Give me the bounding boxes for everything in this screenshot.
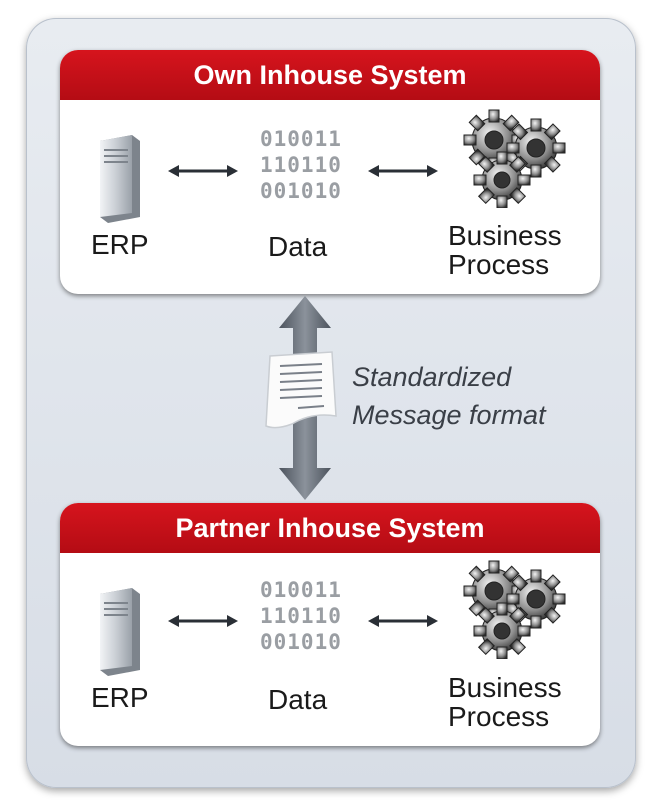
document-icon: [265, 351, 337, 429]
binary-row: 110110: [260, 153, 342, 177]
erp-label: ERP: [91, 682, 149, 713]
own-system-title: Own Inhouse System: [60, 50, 600, 100]
business-process-line2: Process: [448, 701, 550, 732]
business-process-line1: Business: [448, 672, 562, 703]
binary-data-icon: 010011 110110 001010: [260, 577, 356, 655]
business-process-label: Business Process: [448, 673, 562, 731]
partner-system-title: Partner Inhouse System: [60, 503, 600, 553]
binary-row: 010011: [260, 578, 342, 602]
message-line1: Standardized: [352, 362, 512, 392]
message-line2: Message format: [352, 400, 546, 430]
message-format-label: Standardized Message format: [352, 358, 546, 434]
erp-label: ERP: [91, 229, 149, 260]
double-arrow-icon: [168, 165, 238, 177]
double-arrow-icon: [168, 615, 238, 627]
own-system-panel: Own Inhouse System 010011 110110 001010: [60, 50, 600, 294]
double-arrow-icon: [368, 615, 438, 627]
server-icon: [100, 135, 140, 223]
binary-row: 001010: [260, 179, 342, 203]
business-process-line2: Process: [448, 249, 550, 280]
binary-data-icon: 010011 110110 001010: [260, 126, 356, 204]
double-arrow-icon: [368, 165, 438, 177]
business-process-label: Business Process: [448, 221, 562, 279]
binary-row: 110110: [260, 604, 342, 628]
business-process-line1: Business: [448, 220, 562, 251]
binary-row: 001010: [260, 630, 342, 654]
gears-icon: [463, 560, 566, 659]
gears-icon: [463, 109, 566, 208]
data-label: Data: [268, 231, 328, 262]
server-icon: [100, 588, 140, 676]
data-label: Data: [268, 684, 328, 715]
partner-system-panel: Partner Inhouse System 010011 110110 001…: [60, 503, 600, 746]
binary-row: 010011: [260, 127, 342, 151]
